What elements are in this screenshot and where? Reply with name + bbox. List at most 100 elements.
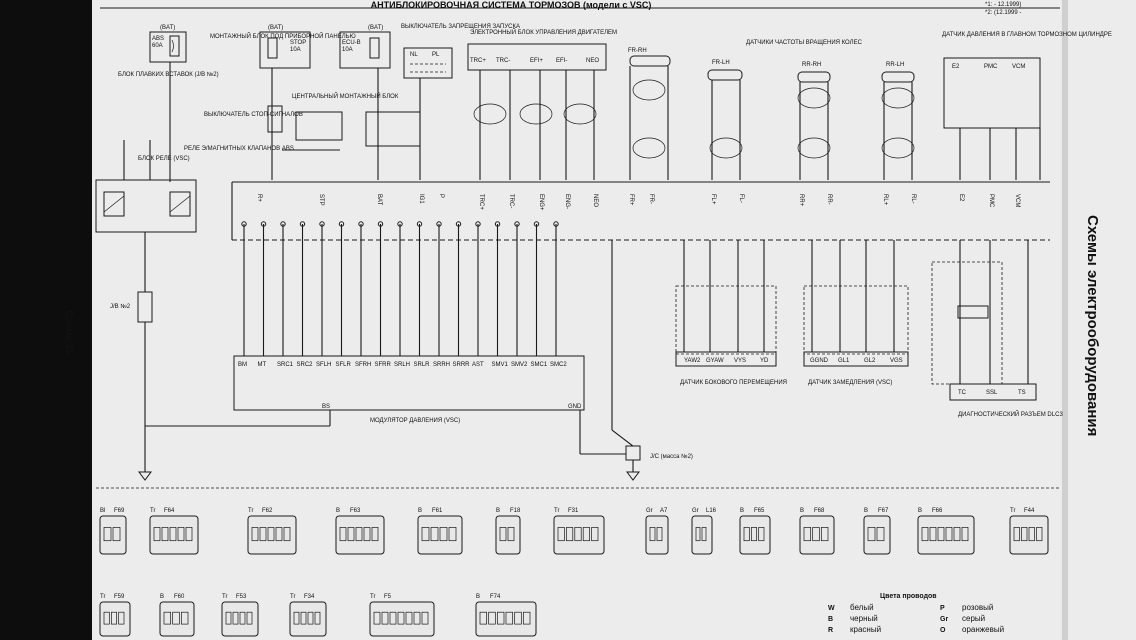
ecu-top-pin: NEO xyxy=(592,194,598,207)
ps-pin-pmc: PMC xyxy=(984,64,998,70)
modulator-pin: SRLR xyxy=(414,362,431,368)
mod-pin-bs: BS xyxy=(322,404,330,410)
label-jb2: J/B №2 xyxy=(110,303,131,310)
modulator-pin: SMV1 xyxy=(492,362,509,368)
wheel-rr-rh-label: RR-RH xyxy=(802,62,821,68)
fuse-stop-bat: (BAT) xyxy=(268,25,283,31)
connector-color: B xyxy=(740,508,744,514)
ecu-pin-efi-plus: EFI+ xyxy=(530,58,543,64)
ecu-top-pin: E2 xyxy=(958,194,964,202)
left-black-border xyxy=(0,0,92,640)
fuse-ecu-b-bat: (BAT) xyxy=(368,25,383,31)
ecu-top-pin: VCM xyxy=(1014,194,1020,207)
connector-id: F63 xyxy=(350,508,361,514)
connector-color: Tr xyxy=(1010,508,1015,514)
scheme-number-label: Схема 15. xyxy=(63,310,74,358)
label-relay-block: БЛОК РЕЛЕ (VSC) xyxy=(138,156,190,162)
right-page-edge xyxy=(1062,0,1068,640)
connector-f74: B F74 xyxy=(475,594,537,637)
connector-id: F5 xyxy=(384,594,392,600)
label-stop-switch: ВЫКЛЮЧАТЕЛЬ СТОП-СИГНАЛОВ xyxy=(204,112,303,118)
connector-color: B xyxy=(476,594,480,600)
central-block-box xyxy=(267,105,421,151)
connector-id: F59 xyxy=(114,594,125,600)
dlc-pin-tc: TC xyxy=(958,390,967,396)
ps-pin-e2: E2 xyxy=(952,64,960,70)
ecu-top-pin: FR- xyxy=(648,194,654,204)
modulator-pin: SRRR xyxy=(453,362,471,368)
label-jc-ground: J/C (масса №2) xyxy=(650,453,693,460)
sw-pin-pl: PL xyxy=(432,52,440,58)
connector-color: Tr xyxy=(222,594,227,600)
ecu-top-pin: P xyxy=(438,194,444,198)
fuse-abs-name: ABS xyxy=(152,36,164,42)
ecu-top-pin: RR- xyxy=(826,194,832,205)
connector-id: F68 xyxy=(814,508,825,514)
ecu-top-pin: FL+ xyxy=(710,194,716,205)
connector-color: Tr xyxy=(554,508,559,514)
jb2-and-ground: J/B №2 J/C (масса №2) xyxy=(110,232,693,481)
decel-pin-ggnd: GGND xyxy=(810,358,829,364)
modulator-wires xyxy=(241,221,559,356)
legend-code: W xyxy=(828,605,835,612)
pressure-modulator: МОДУЛЯТОР ДАВЛЕНИЯ (VSC) BS GND xyxy=(233,355,585,424)
fuse-stop-rating: 10A xyxy=(290,47,301,53)
legend-name: белый xyxy=(850,603,874,612)
legend-title: Цвета проводов xyxy=(880,593,937,600)
fuse-ecu-b-name: ECU-B xyxy=(342,40,361,46)
modulator-pin: SFRH xyxy=(355,362,371,368)
wheel-sensor-fr-lh: FR-LH xyxy=(707,60,743,81)
connector-id: F53 xyxy=(236,594,247,600)
connector-color: Gr xyxy=(646,508,653,514)
connector-color: B xyxy=(418,508,422,514)
connector-id: F61 xyxy=(432,508,443,514)
deceleration-sensor: GGND GL1 GL2 VGS ДАТЧИК ЗАМЕДЛЕНИЯ (VSC) xyxy=(803,240,909,386)
connector-id: F65 xyxy=(754,508,765,514)
decel-pin-gl2: GL2 xyxy=(864,358,876,364)
ps-pin-vcm: VCM xyxy=(1012,64,1025,70)
fuse-ecu-b-rating: 10A xyxy=(342,47,353,53)
connector-id: L16 xyxy=(706,508,717,514)
connector-color: Tr xyxy=(370,594,375,600)
label-fuse-block: БЛОК ПЛАВКИХ ВСТАВОК (J/B №2) xyxy=(118,71,219,78)
note-2: *2: (12.1999 - xyxy=(985,10,1021,16)
label-pressure-sensor: ДАТЧИК ДАВЛЕНИЯ В ГЛАВНОМ ТОРМОЗНОМ ЦИЛИ… xyxy=(942,32,1112,38)
ecu-top-pin: RL- xyxy=(910,194,916,204)
legend-name: розовый xyxy=(962,603,993,612)
legend-code: B xyxy=(828,616,833,623)
ecu-top-pin: BAT xyxy=(376,194,382,206)
sw-pin-nl: NL xyxy=(410,52,418,58)
pressure-sensor-box: E2 PMC VCM xyxy=(943,57,1041,129)
upper-wires xyxy=(169,62,1041,182)
yaw-pin-vys: VYS xyxy=(734,358,746,364)
ecu-top-bus xyxy=(231,181,1050,241)
modulator-pin: BM xyxy=(238,362,247,368)
engine-ecu-box: TRC+ TRC- EFI+ EFI- NEO xyxy=(467,43,607,71)
modulator-pin: SFLH xyxy=(316,362,331,368)
connector-f53: Tr F53 xyxy=(221,594,259,637)
connector-color: B xyxy=(800,508,804,514)
label-relay-valves: РЕЛЕ Э/МАГНИТНЫХ КЛАПАНОВ ABS xyxy=(184,146,294,152)
ecu-top-pin: TRC- xyxy=(508,194,514,208)
decel-pin-vgs: VGS xyxy=(890,358,903,364)
label-modulator: МОДУЛЯТОР ДАВЛЕНИЯ (VSC) xyxy=(370,418,460,424)
connector-id: F18 xyxy=(510,508,521,514)
connector-f61: B F61 xyxy=(417,508,463,555)
modulator-pin: SMC2 xyxy=(550,362,567,368)
connector-color: B xyxy=(918,508,922,514)
connector-id: F74 xyxy=(490,594,501,600)
label-dash-block: МОНТАЖНЫЙ БЛОК ПОД ПРИБОРНОЙ ПАНЕЛЬЮ xyxy=(210,32,356,40)
page-title: АНТИБЛОКИРОВОЧНАЯ СИСТЕМА ТОРМОЗОВ (моде… xyxy=(371,0,652,10)
legend-name: красный xyxy=(850,625,881,634)
connector-id: A7 xyxy=(660,508,668,514)
ecu-top-pin: STP xyxy=(318,194,324,206)
fuse-abs-rating: 60A xyxy=(152,43,163,49)
